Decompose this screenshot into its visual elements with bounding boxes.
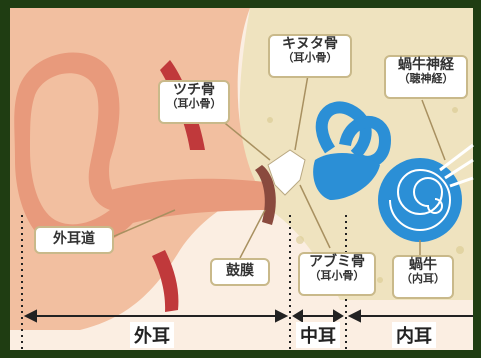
label-cochlea: 蝸牛 （内耳） <box>392 255 454 299</box>
label-cochlear-nerve-sub: （聴神経） <box>386 73 466 86</box>
region-middle-ear: 中耳 <box>296 322 340 348</box>
label-malleus: ツチ骨 （耳小骨） <box>158 80 230 124</box>
label-cochlea-main: 蝸牛 <box>394 257 452 273</box>
label-eardrum: 鼓膜 <box>210 258 270 286</box>
label-cochlear-nerve: 蝸牛神経 （聴神経） <box>384 55 468 99</box>
label-cochlear-nerve-main: 蝸牛神経 <box>386 57 466 73</box>
label-stapes: アブミ骨 （耳小骨） <box>298 252 376 296</box>
label-ear-canal: 外耳道 <box>34 226 114 254</box>
label-cochlea-sub: （内耳） <box>394 273 452 286</box>
label-eardrum-main: 鼓膜 <box>212 263 268 279</box>
label-stapes-main: アブミ骨 <box>300 254 374 270</box>
label-ear-canal-main: 外耳道 <box>36 231 112 247</box>
region-inner-ear: 内耳 <box>392 322 436 348</box>
label-malleus-sub: （耳小骨） <box>160 98 228 111</box>
label-malleus-main: ツチ骨 <box>160 82 228 98</box>
label-stapes-sub: （耳小骨） <box>300 270 374 283</box>
label-incus-main: キヌタ骨 <box>270 36 350 52</box>
label-incus-sub: （耳小骨） <box>270 52 350 65</box>
label-incus: キヌタ骨 （耳小骨） <box>268 34 352 78</box>
region-outer-ear: 外耳 <box>130 322 174 348</box>
